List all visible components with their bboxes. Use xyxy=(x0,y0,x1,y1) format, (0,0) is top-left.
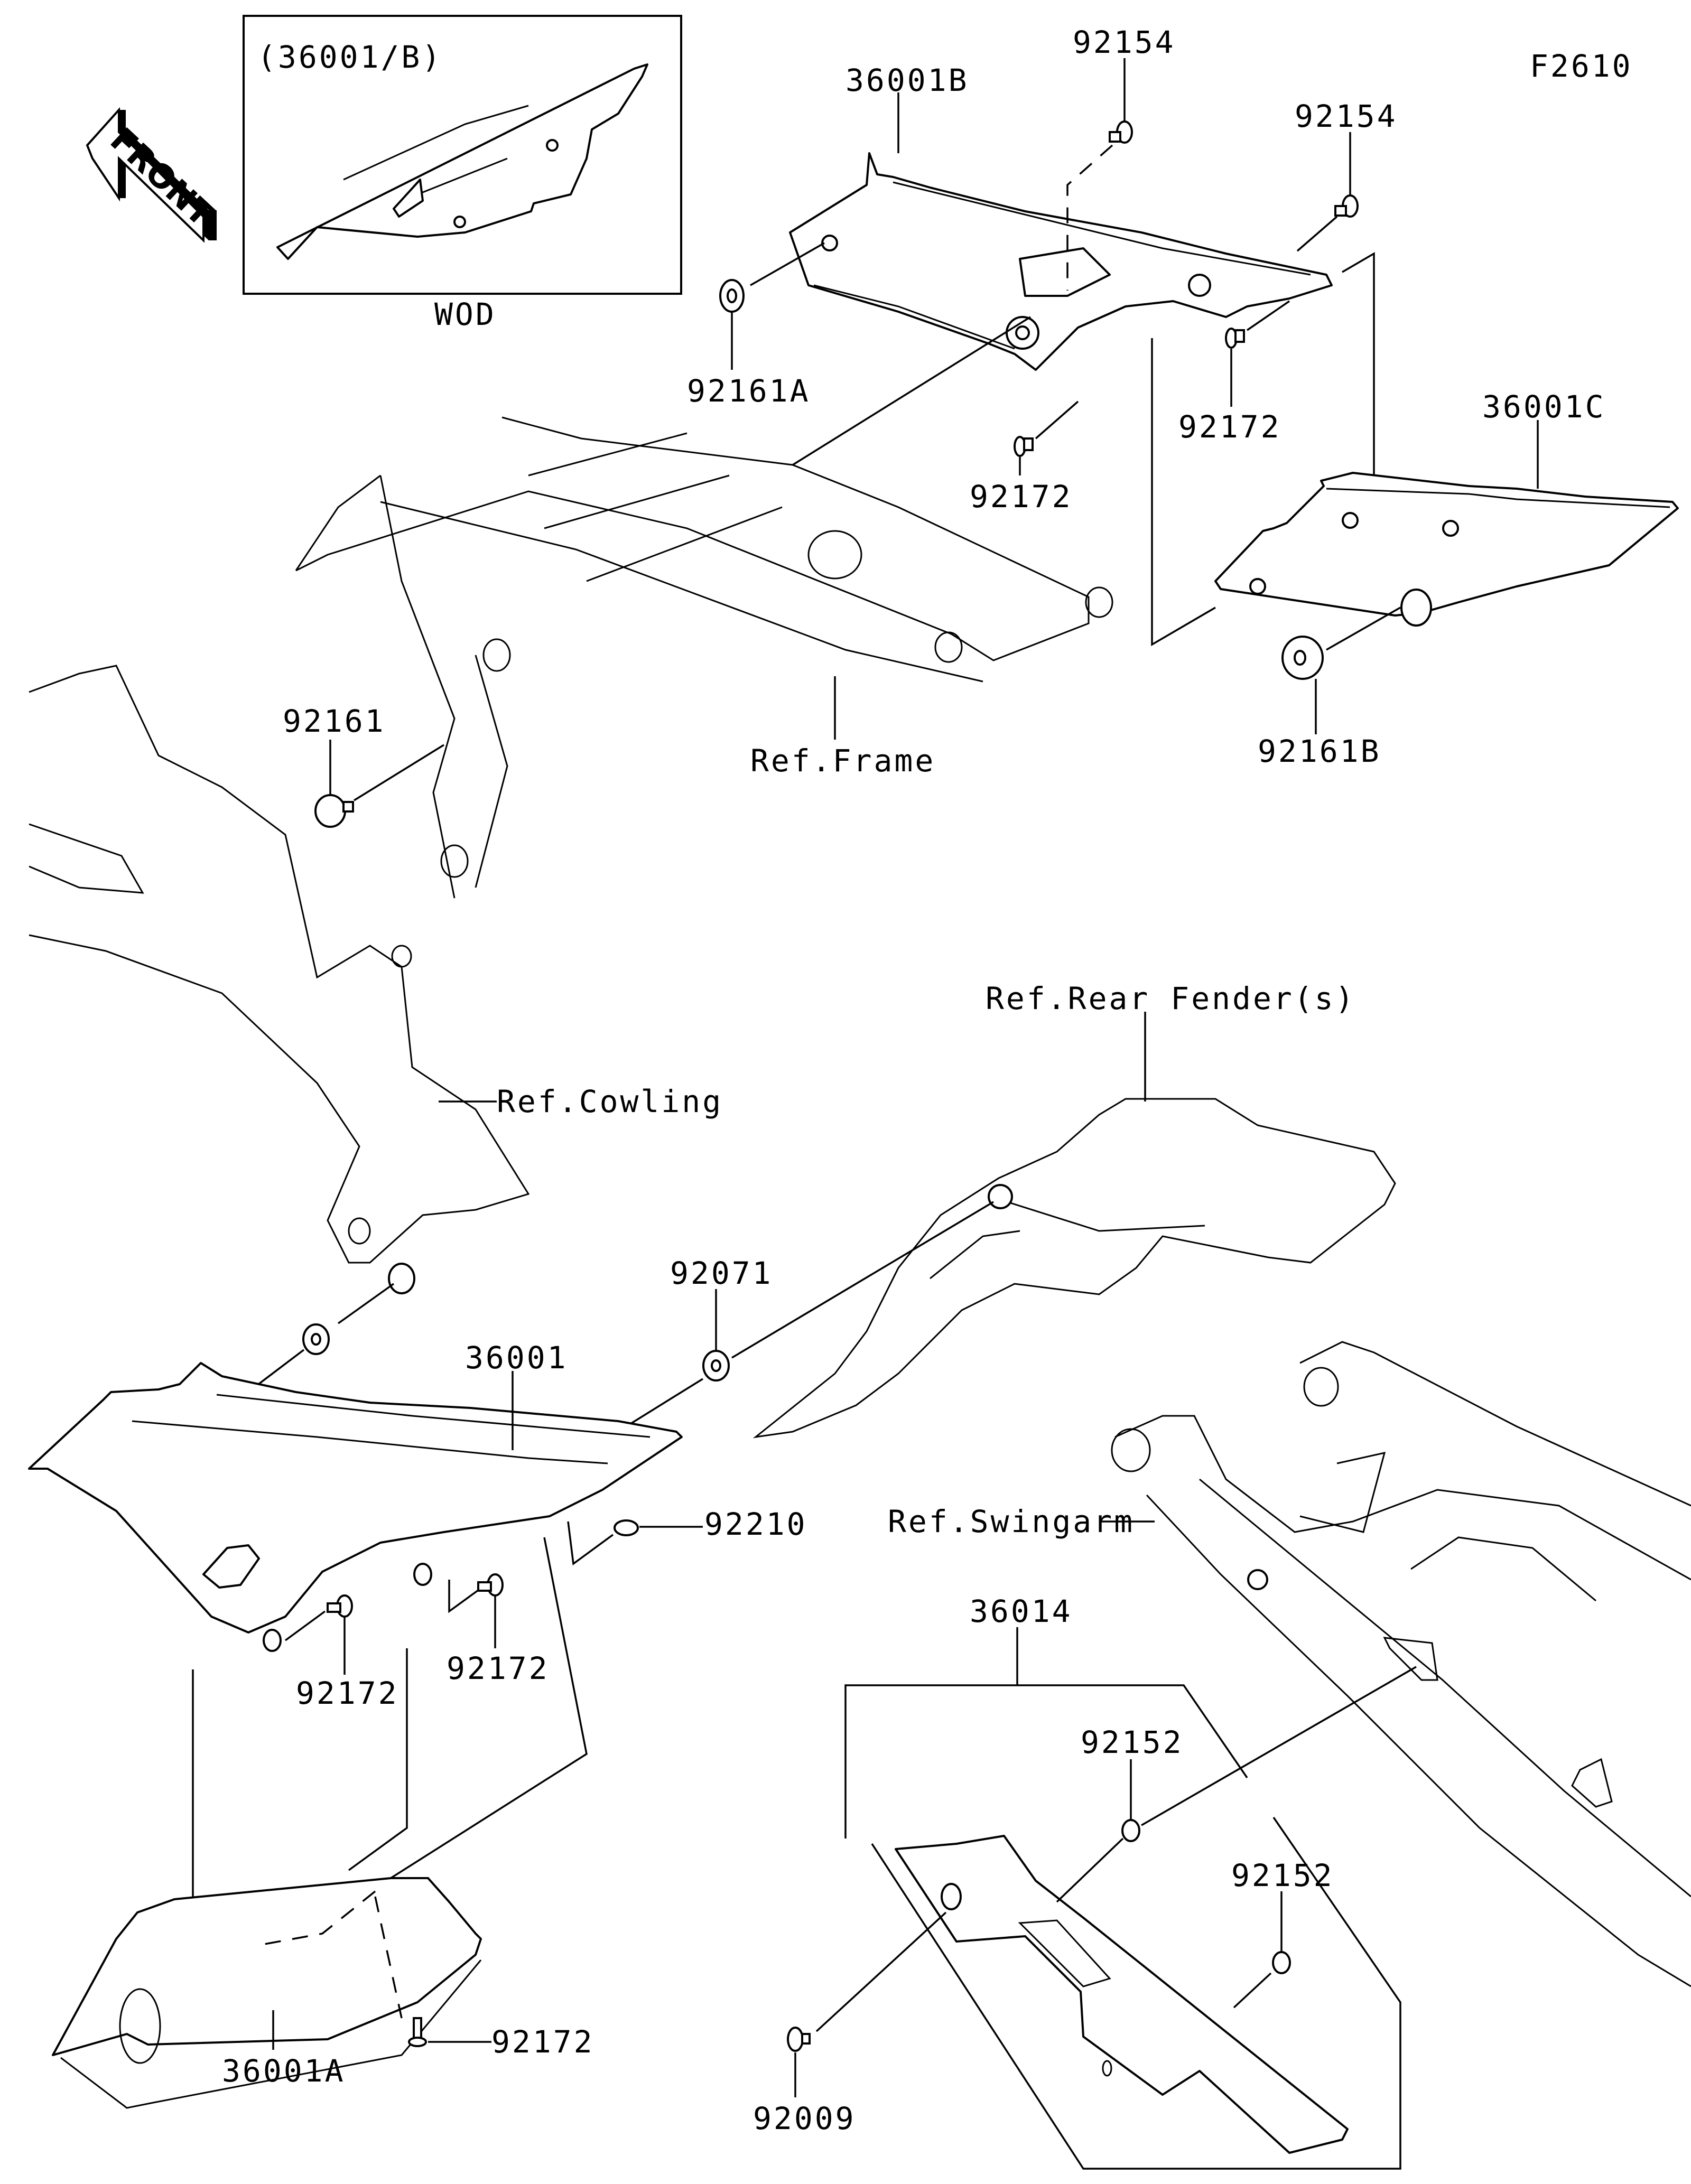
label-92071: 92071 xyxy=(670,1255,773,1291)
label-36001c: 36001C xyxy=(1482,389,1606,425)
ref-cowling-drawing xyxy=(29,665,530,1294)
inset-36001b: (36001/B) WOD xyxy=(243,15,682,332)
label-36001a: 36001A xyxy=(222,2053,346,2089)
label-92210: 92210 xyxy=(704,1506,807,1542)
grommet-92161 xyxy=(314,794,354,828)
grommet-92161a xyxy=(719,279,745,313)
figure-code: F2610 xyxy=(1530,48,1633,84)
screw-92154-b xyxy=(1334,194,1359,218)
label-92009: 92009 xyxy=(753,2101,856,2136)
grommet-92071 xyxy=(702,1350,730,1382)
label-92172-top-mid: 92172 xyxy=(970,479,1073,515)
part-36001c xyxy=(1214,472,1679,627)
collar-92152-a xyxy=(1121,1819,1140,1842)
label-92152-b: 92152 xyxy=(1231,1858,1334,1893)
label-ref-rear-fender: Ref.Rear Fender(s) xyxy=(986,981,1356,1016)
clip-92210 xyxy=(614,1519,639,1536)
grommet-92161b xyxy=(1281,636,1324,680)
label-92152-a: 92152 xyxy=(1081,1724,1184,1760)
label-36001b: 36001B xyxy=(846,62,969,98)
part-36001 xyxy=(28,1362,683,1652)
label-92161a: 92161A xyxy=(687,373,811,409)
screw-92172-mid xyxy=(477,1573,504,1597)
part-36001a xyxy=(52,1877,482,2109)
inset-caption: WOD xyxy=(434,296,496,332)
front-arrow-icon: FRONT xyxy=(86,107,221,243)
label-36001: 36001 xyxy=(465,1340,568,1376)
screw-92172-left xyxy=(327,1594,353,1618)
screw-92172-top-mid xyxy=(1014,436,1034,457)
label-ref-swingarm: Ref.Swingarm xyxy=(888,1504,1135,1539)
screw-92154-a xyxy=(1109,120,1133,144)
label-ref-cowling: Ref.Cowling xyxy=(497,1084,723,1119)
label-92172-bottom: 92172 xyxy=(491,2024,594,2060)
ref-frame-drawing xyxy=(295,416,1113,899)
bolt-92009 xyxy=(787,2027,811,2052)
grommet-36001-upper xyxy=(302,1323,330,1355)
label-92161: 92161 xyxy=(283,703,386,739)
label-92172-mid: 92172 xyxy=(447,1650,550,1686)
label-ref-frame: Ref.Frame xyxy=(750,743,935,779)
ref-rear-fender-drawing xyxy=(752,1098,1396,1439)
part-36014 xyxy=(895,1835,1349,2154)
label-92161b: 92161B xyxy=(1258,733,1381,769)
screw-92172-top-right xyxy=(1225,328,1245,349)
label-92172-left: 92172 xyxy=(296,1675,399,1711)
inset-cover-shape xyxy=(276,63,648,260)
label-92154-a: 92154 xyxy=(1073,24,1176,60)
ref-swingarm-drawing xyxy=(1111,1341,1691,1987)
label-92172-top-right: 92172 xyxy=(1178,409,1281,445)
part-36001b xyxy=(789,152,1333,371)
label-92154-b: 92154 xyxy=(1295,98,1398,134)
screw-92172-bottom xyxy=(408,2017,427,2047)
collar-92152-b xyxy=(1272,1951,1291,1974)
label-36014: 36014 xyxy=(970,1593,1073,1629)
inset-title: (36001/B) xyxy=(257,39,442,75)
